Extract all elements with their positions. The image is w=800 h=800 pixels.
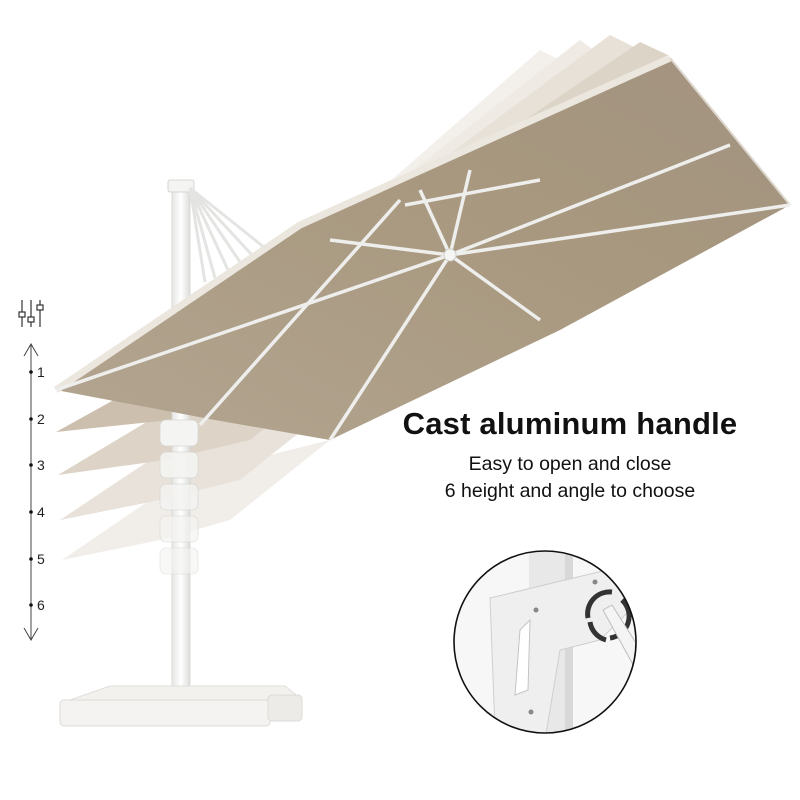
feature-subtitle-1: Easy to open and close xyxy=(468,453,672,475)
height-scale-dots xyxy=(29,370,33,607)
feature-title: Cast aluminum handle xyxy=(402,406,738,441)
feature-subtitle-2: 6 height and angle to choose xyxy=(444,480,696,502)
sliders-icon xyxy=(18,300,44,327)
height-level-4: 4 xyxy=(37,504,45,520)
umbrella-base xyxy=(59,685,303,727)
height-level-5: 5 xyxy=(37,551,45,567)
height-scale xyxy=(23,343,39,641)
height-level-6: 6 xyxy=(37,597,45,613)
height-level-3: 3 xyxy=(37,457,45,473)
height-adjust-joints xyxy=(159,419,199,575)
handle-inset xyxy=(453,550,637,734)
umbrella-canopy xyxy=(54,54,791,441)
height-level-2: 2 xyxy=(37,411,45,427)
height-level-1: 1 xyxy=(37,364,45,380)
